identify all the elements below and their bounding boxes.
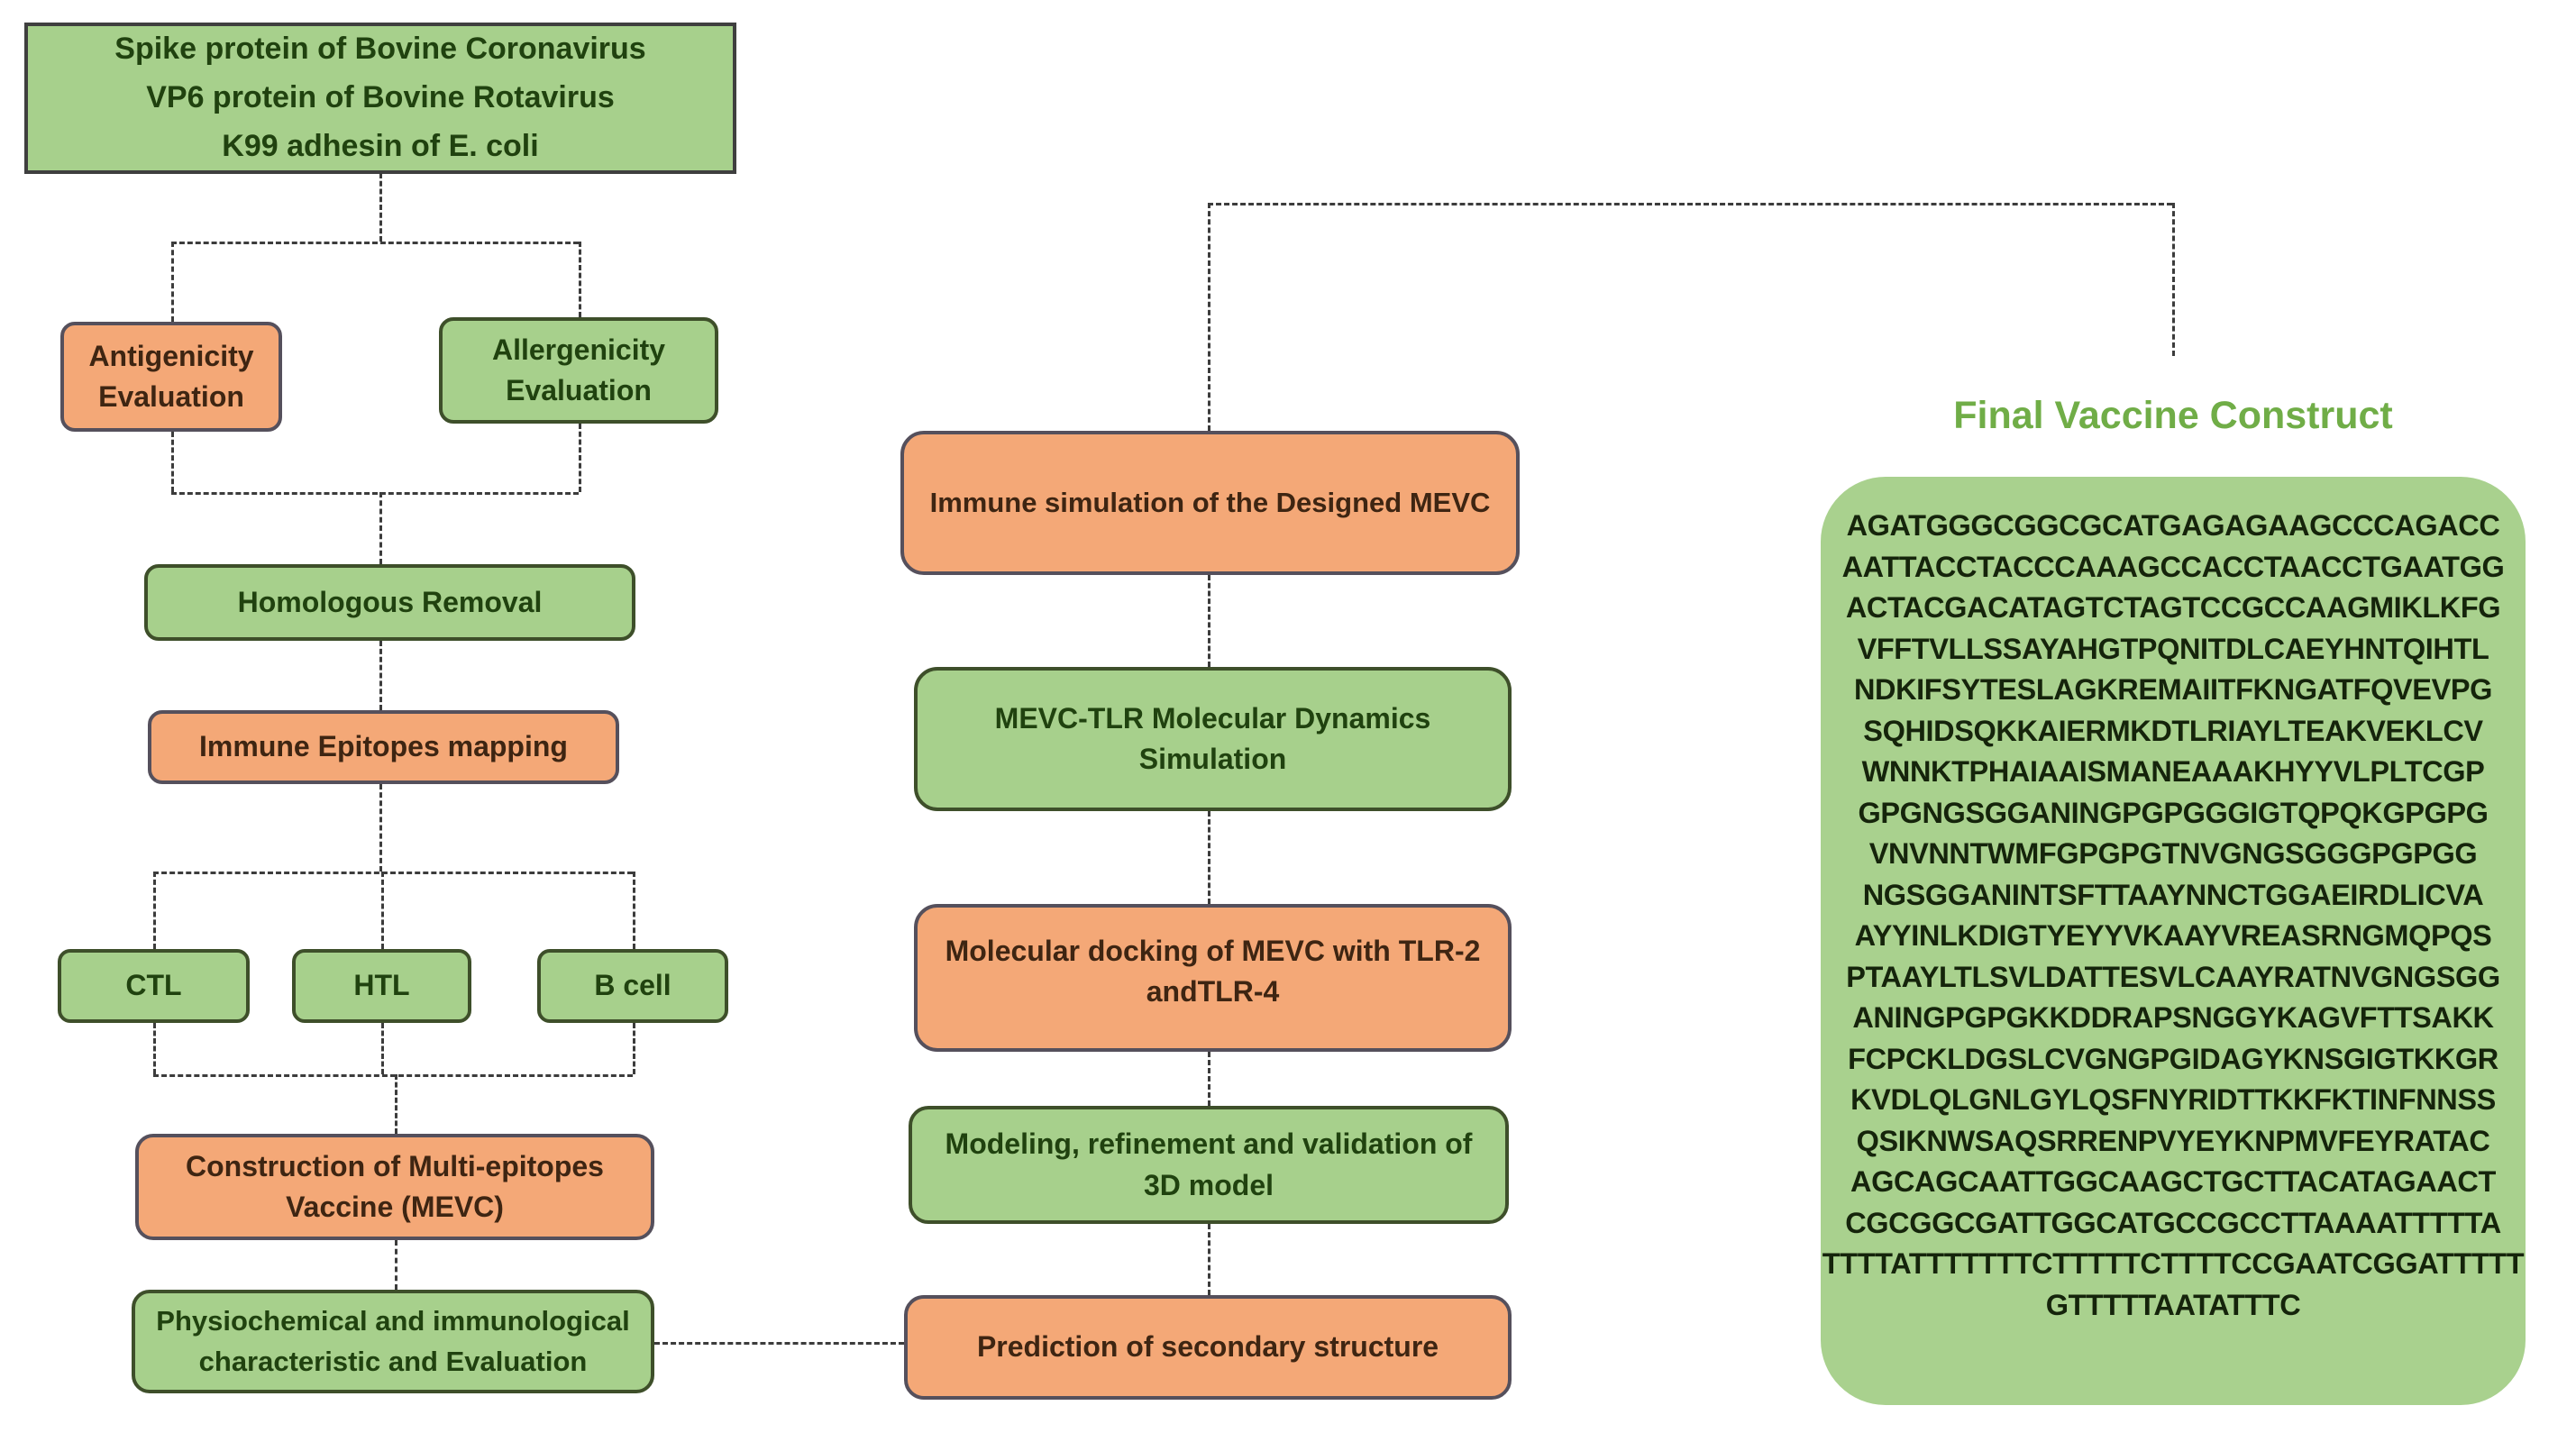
connector-input-down — [379, 173, 382, 242]
connector-to-bcell — [633, 872, 635, 949]
sequence-line: VNVNNTWMFGPGPGTNVGNGSGGGPGPGG — [1868, 837, 2478, 870]
antigenicity-evaluation-box: Antigenicity Evaluation — [60, 322, 282, 432]
connector-htl-down — [381, 1023, 384, 1074]
homologous-removal-label: Homologous Removal — [237, 585, 543, 618]
immune-epitopes-mapping-box: Immune Epitopes mapping — [148, 710, 619, 784]
connector-physio-secondary — [654, 1342, 904, 1345]
homologous-removal-box: Homologous Removal — [144, 564, 635, 641]
immune-epitopes-mapping-label: Immune Epitopes mapping — [199, 730, 568, 763]
physiochemical-label: Physiochemical and immunological charact… — [156, 1305, 630, 1377]
sequence-line: WNNKTPHAIAAISMANEAAAKHYYVLPLTCGP — [1861, 755, 2485, 788]
final-vaccine-construct-title: Final Vaccine Construct — [1953, 394, 2393, 437]
immune-simulation-label: Immune simulation of the Designed MEVC — [929, 486, 1491, 518]
sequence-line: ACTACGACATAGTCTAGTCCGCCAAGMIKLKFG — [1845, 591, 2501, 624]
connector-simulation-md — [1208, 575, 1210, 667]
connector-merge-evaluations — [171, 492, 579, 495]
connector-to-allergenicity — [579, 242, 581, 317]
connector-to-antigenicity — [171, 242, 174, 322]
secondary-structure-label: Prediction of secondary structure — [976, 1330, 1439, 1364]
sequence-line: PTAAYLTLSVLDATTESVLCAAYRATNVGNGSGG — [1846, 960, 2500, 993]
physiochemical-box: Physiochemical and immunological charact… — [132, 1290, 654, 1393]
bcell-box: B cell — [537, 949, 728, 1023]
allergenicity-evaluation-label: Allergenicity Evaluation — [491, 333, 666, 406]
docking-label: Molecular docking of MEVC with TLR-2 and… — [945, 935, 1481, 1009]
immune-simulation-box: Immune simulation of the Designed MEVC — [900, 431, 1520, 575]
sequence-line: AGATGGGCGGCGCATGAGAGAAGCCCAGACC — [1846, 509, 2500, 542]
input-protein-line: Spike protein of Bovine Coronavirus — [114, 32, 646, 67]
sequence-line: AYYINLKDIGTYEYYVKAAYVREASRNGMQPQS — [1854, 919, 2492, 952]
sequence-line: CGCGGCGATTGGCATGCCGCCTTAAAATTTTTA — [1845, 1206, 2501, 1239]
connector-homologous-epitopes — [379, 641, 382, 710]
connector-to-homologous — [379, 492, 382, 564]
mevc-construction-label: Construction of Multi-epitopes Vaccine (… — [186, 1149, 604, 1223]
connector-split-top — [171, 242, 579, 244]
ctl-box: CTL — [58, 949, 250, 1023]
connector-top-across — [1208, 203, 2172, 205]
htl-box: HTL — [292, 949, 471, 1023]
sequence-line: GPGNGSGGANINGPGPGGGIGTQPQKGPGPG — [1858, 796, 2489, 829]
mevc-construction-box: Construction of Multi-epitopes Vaccine (… — [135, 1134, 654, 1240]
connector-bcell-down — [633, 1023, 635, 1074]
connector-to-ctl — [153, 872, 156, 949]
docking-box: Molecular docking of MEVC with TLR-2 and… — [914, 904, 1512, 1052]
sequence-line: NDKIFSYTESLAGKREMAIITFKNGATFQVEVPG — [1853, 673, 2493, 706]
connector-to-construction — [395, 1074, 397, 1134]
connector-merge-epitope-types — [153, 1074, 633, 1077]
sequence-line: AGCAGCAATTGGCAAGCTGCTTACATAGAACT — [1850, 1165, 2496, 1198]
final-vaccine-sequence-box: AGATGGGCGGCGCATGAGAGAAGCCCAGACC AATTACCTA… — [1821, 477, 2526, 1405]
connector-to-final-construct — [2172, 203, 2175, 356]
connector-docking-modeling — [1208, 1052, 1210, 1106]
md-simulation-box: MEVC-TLR Molecular Dynamics Simulation — [914, 667, 1512, 811]
connector-epitopes-down — [379, 784, 382, 872]
connector-split-epitopes — [153, 872, 633, 874]
connector-simulation-up — [1208, 203, 1210, 431]
ctl-label: CTL — [125, 969, 182, 1002]
connector-md-docking — [1208, 811, 1210, 904]
connector-construction-physio — [395, 1240, 397, 1290]
sequence-line: AATTACCTACCCAAAGCCACCTAACCTGAATGG — [1841, 550, 2505, 583]
sequence-line: NGSGGANINTSFTTAAYNNCTGGAEIRDLICVA — [1862, 878, 2484, 911]
connector-ctl-down — [153, 1023, 156, 1074]
connector-antigenicity-down — [171, 432, 174, 492]
input-protein-line: VP6 protein of Bovine Rotavirus — [146, 80, 615, 115]
md-simulation-label: MEVC-TLR Molecular Dynamics Simulation — [994, 701, 1431, 775]
modeling-box: Modeling, refinement and validation of 3… — [909, 1106, 1509, 1224]
htl-label: HTL — [353, 969, 410, 1002]
sequence-line: TTTTATTTTTTTCTTTTTCTTTTCCGAATCGGATTTTT — [1822, 1247, 2525, 1280]
connector-to-htl — [381, 872, 384, 949]
input-proteins-box: Spike protein of Bovine Coronavirus VP6 … — [24, 23, 736, 174]
input-proteins-text: Spike protein of Bovine Coronavirus VP6 … — [114, 25, 645, 170]
bcell-label: B cell — [594, 969, 671, 1002]
allergenicity-evaluation-box: Allergenicity Evaluation — [439, 317, 718, 424]
modeling-label: Modeling, refinement and validation of 3… — [945, 1127, 1473, 1201]
sequence-line: SQHIDSQKKAIERMKDTLRIAYLTEAKVEKLCV — [1863, 714, 2483, 747]
sequence-line: QSIKNWSAQSRRENPVYEYKNPMVFEYRATAC — [1856, 1124, 2490, 1157]
input-protein-line: K99 adhesin of E. coli — [222, 128, 539, 163]
antigenicity-evaluation-label: Antigenicity Evaluation — [88, 339, 254, 413]
secondary-structure-box: Prediction of secondary structure — [904, 1295, 1512, 1400]
sequence-line: KVDLQLGNLGYLQSFNYRIDTTKKFKTINFNNSS — [1850, 1083, 2496, 1116]
sequence-line: ANINGPGPGKKDDRAPSNGGYKAGVFTTSAKK — [1852, 1001, 2494, 1034]
sequence-line: GTTTTTAATATTTC — [2045, 1288, 2301, 1321]
sequence-line: VFFTVLLSSAYAHGTPQNITDLCAEYHNTQIHTL — [1857, 632, 2489, 665]
sequence-line: FCPCKLDGSLCVGNGPGIDAGYKNSGIGTKKGR — [1848, 1042, 2498, 1075]
connector-allergenicity-down — [579, 424, 581, 492]
connector-modeling-secondary — [1208, 1224, 1210, 1295]
